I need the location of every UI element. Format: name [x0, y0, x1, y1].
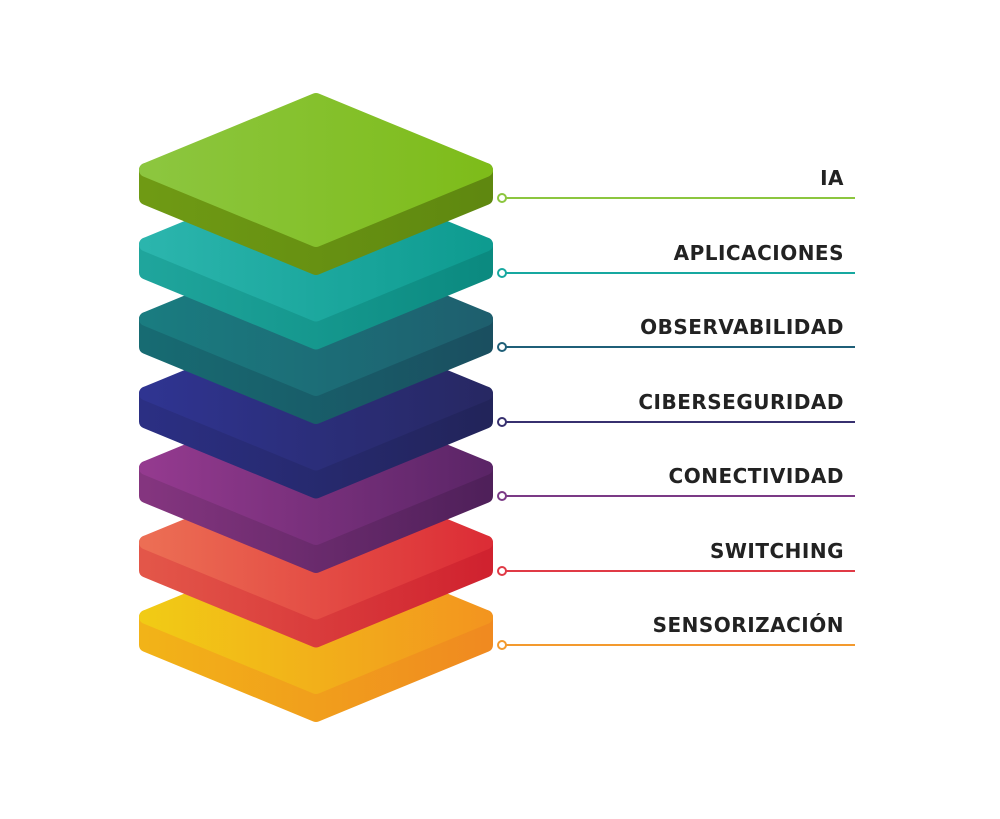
layer-label-switching: SWITCHING — [709, 538, 844, 563]
layer-label-observabilidad: OBSERVABILIDAD — [640, 315, 844, 339]
leader-dot-icon — [497, 342, 507, 352]
leader-dot-icon — [497, 193, 507, 203]
leader-line — [502, 569, 855, 572]
leader-line — [502, 420, 855, 423]
leader-line — [502, 197, 855, 199]
leader-dot-icon — [497, 267, 507, 278]
leader-dot-icon — [497, 565, 507, 576]
leader-line — [502, 644, 855, 646]
layer-label-sensorización: SENSORIZACIÓN — [652, 613, 844, 637]
leader-line — [502, 495, 855, 497]
leader-dot-icon — [497, 416, 507, 427]
leader-dot-icon — [497, 491, 507, 501]
leader-dot-icon — [497, 640, 507, 650]
leader-line — [502, 271, 855, 274]
layer-top — [139, 93, 493, 247]
layer-label-ciberseguridad: CIBERSEGURIDAD — [638, 389, 844, 414]
layer-label-aplicaciones: APLICACIONES — [673, 240, 844, 265]
layer-slab-ia — [139, 93, 493, 275]
leader-line — [502, 346, 855, 348]
layer-label-conectividad: CONECTIVIDAD — [668, 464, 844, 488]
layer-label-ia: IA — [820, 166, 844, 190]
